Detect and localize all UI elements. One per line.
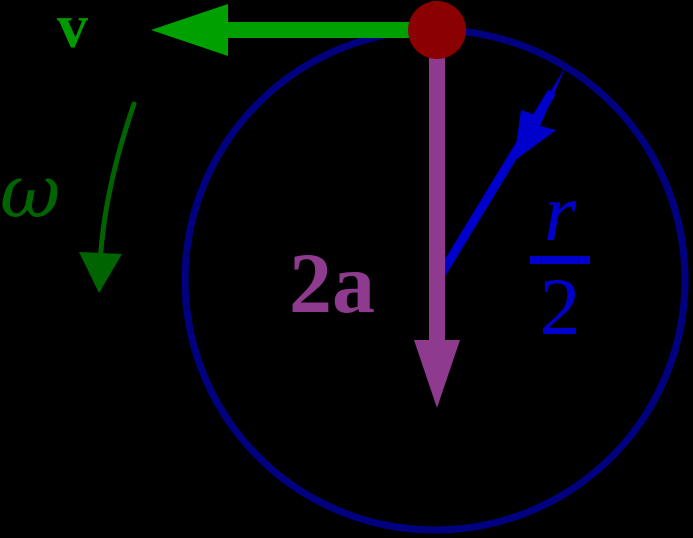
radius-fraction-denominator: 2 [539, 261, 581, 353]
acceleration-label: 2a [289, 235, 375, 331]
radius-fraction-label: r 2 [518, 167, 602, 353]
point-mass-dot [408, 1, 466, 59]
angular-velocity-arc [97, 101, 137, 267]
radius-fraction-numerator: r [544, 167, 576, 258]
velocity-arrow-shaft [228, 22, 428, 38]
radius-arrow [433, 66, 566, 284]
angular-velocity-arrow-head [79, 252, 122, 293]
velocity-label: v [57, 0, 88, 61]
acceleration-arrow-shaft [429, 45, 445, 345]
angular-velocity-arrow [79, 101, 137, 293]
angular-velocity-label: ω [0, 149, 61, 235]
acceleration-arrow-head [414, 340, 460, 408]
radius-arrow-head [514, 66, 566, 161]
radius-fraction-bar [530, 256, 590, 265]
velocity-arrow-head [151, 4, 228, 56]
acceleration-arrow [414, 45, 460, 408]
velocity-arrow [151, 4, 428, 56]
